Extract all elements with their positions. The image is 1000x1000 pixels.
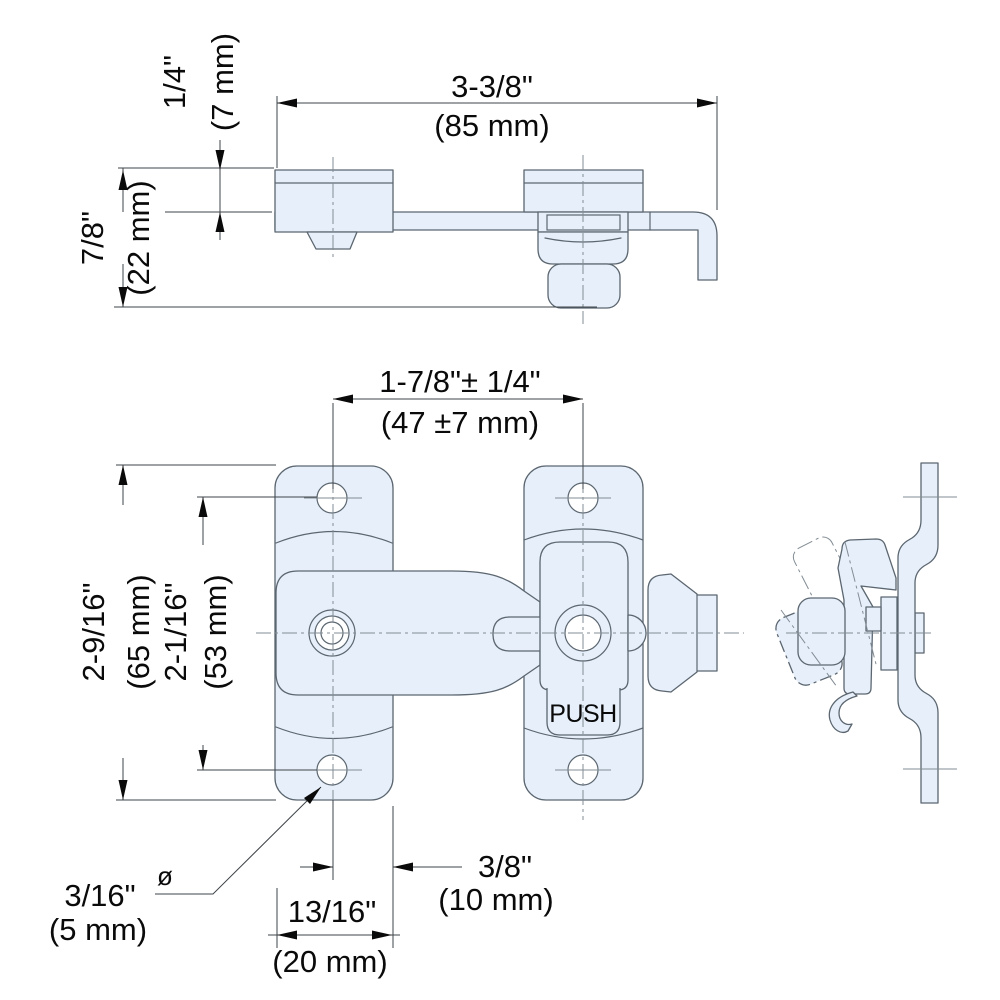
dim-overall-width-mm: (85 mm) <box>434 108 549 143</box>
top-view <box>274 155 718 324</box>
dim-plate-height: 2-9/16" (65 mm) <box>76 464 276 801</box>
dim-plate-height-inch: 2-9/16" <box>76 583 111 682</box>
diameter-symbol: ø <box>157 861 173 891</box>
dim-overall-depth-mm: (22 mm) <box>121 180 156 295</box>
dim-block-height: 1/4" (7 mm) <box>118 33 274 240</box>
dim-overall-depth: 7/8" (22 mm) <box>75 168 597 308</box>
side-knob <box>797 597 846 666</box>
dim-hole-pitch-inch: 2-1/16" <box>158 583 193 682</box>
side-step-block <box>865 606 882 632</box>
side-lever-open-axis <box>780 609 838 688</box>
dim-hole-span-inch: 1-7/8"± 1/4" <box>379 364 540 399</box>
front-left-plate-arc-bottom <box>275 726 393 740</box>
dim-plate-width-inch: 13/16" <box>288 894 377 929</box>
dim-overall-width-inch: 3-3/8" <box>451 69 533 104</box>
top-view-knob <box>547 263 621 309</box>
dim-block-height-inch: 1/4" <box>157 55 192 109</box>
dim-hole-diameter-inch: 3/16" <box>64 878 135 913</box>
front-left-plate-arc-top <box>275 530 393 544</box>
front-push-tab <box>546 688 621 736</box>
dim-hole-span-mm: (47 ±7 mm) <box>381 405 539 440</box>
dim-plate-width: 13/16" (20 mm) <box>268 888 400 979</box>
dim-hole-diameter: 3/16" ø (5 mm) <box>49 786 322 947</box>
side-spring-hook <box>828 691 858 734</box>
dim-overall-width: 3-3/8" (85 mm) <box>276 69 718 210</box>
side-view <box>775 462 957 804</box>
top-view-left-block <box>274 169 394 233</box>
dim-plate-width-mm: (20 mm) <box>272 944 387 979</box>
dim-block-height-mm: (7 mm) <box>205 33 240 131</box>
dimension-annotations: 1/4" (7 mm) 7/8" (22 mm) 3-3/8" (85 mm) <box>49 33 718 979</box>
dim-hole-span: 1-7/8"± 1/4" (47 ±7 mm) <box>332 364 584 489</box>
dim-edge-offset: 3/8" (10 mm) <box>300 800 554 948</box>
front-right-plate-arc-top <box>523 528 644 541</box>
front-view: PUSH <box>256 452 744 848</box>
dim-edge-offset-mm: (10 mm) <box>438 882 553 917</box>
top-view-left-catch <box>306 231 358 250</box>
dim-hole-pitch: 2-1/16" (53 mm) <box>158 496 317 771</box>
dim-hole-diameter-mm: (5 mm) <box>49 912 147 947</box>
dim-plate-height-mm: (65 mm) <box>121 574 156 689</box>
side-bracket-strip <box>897 462 939 804</box>
dim-edge-offset-inch: 3/8" <box>478 849 532 884</box>
dim-overall-depth-inch: 7/8" <box>75 211 110 265</box>
dim-hole-pitch-mm: (53 mm) <box>198 574 233 689</box>
side-lever-axis <box>844 541 878 669</box>
